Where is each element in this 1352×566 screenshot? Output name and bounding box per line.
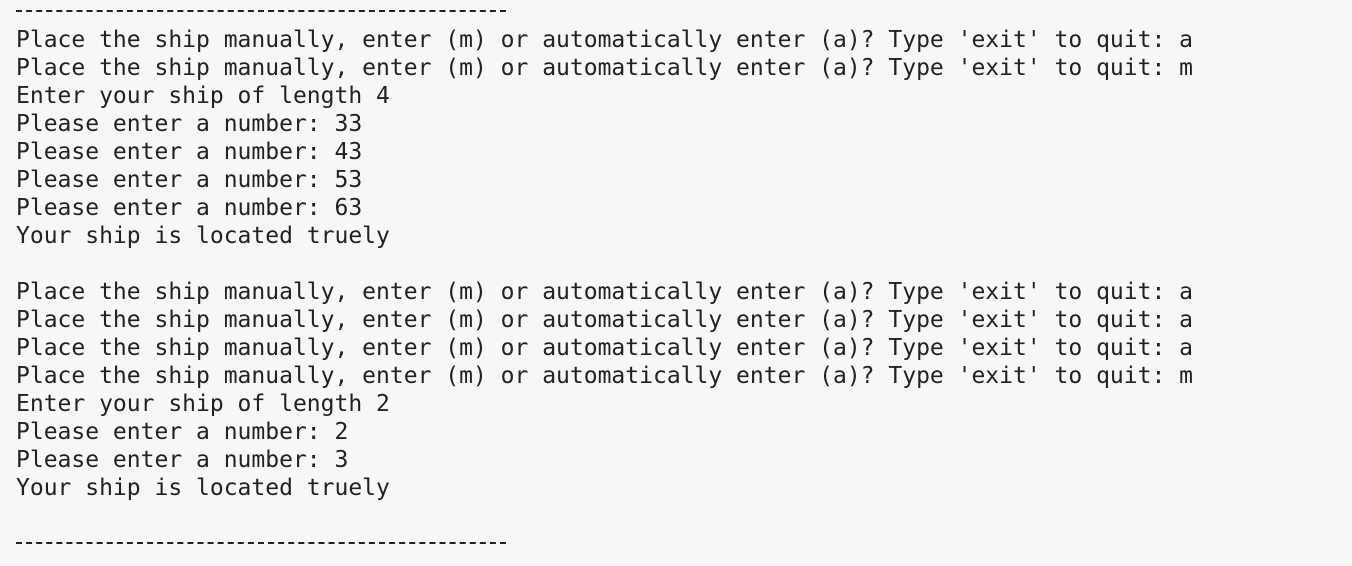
terminal-line: Place the ship manually, enter (m) or au… <box>16 55 1194 81</box>
terminal-line: Enter your ship of length 4 <box>16 83 390 109</box>
terminal-line: Place the ship manually, enter (m) or au… <box>16 307 1194 333</box>
terminal-line: Please enter a number: 3 <box>16 447 349 473</box>
terminal-line: Please enter a number: 33 <box>16 111 363 137</box>
terminal-line: Please enter a number: 2 <box>16 419 349 445</box>
bottom-divider-line <box>16 542 506 544</box>
terminal-line: Enter your ship of length 2 <box>16 391 390 417</box>
terminal-line: Please enter a number: 43 <box>16 139 363 165</box>
terminal-line: Place the ship manually, enter (m) or au… <box>16 335 1194 361</box>
terminal-line: Place the ship manually, enter (m) or au… <box>16 27 1194 53</box>
terminal-blank-line <box>16 250 1193 278</box>
terminal-content: Place the ship manually, enter (m) or au… <box>16 26 1193 502</box>
top-divider-line <box>16 10 506 12</box>
terminal-line: Your ship is located truely <box>16 475 390 501</box>
terminal-line: Please enter a number: 63 <box>16 195 363 221</box>
terminal-line: Place the ship manually, enter (m) or au… <box>16 363 1194 389</box>
terminal-line: Please enter a number: 53 <box>16 167 363 193</box>
terminal-line: Your ship is located truely <box>16 223 390 249</box>
terminal-line: Place the ship manually, enter (m) or au… <box>16 279 1194 305</box>
